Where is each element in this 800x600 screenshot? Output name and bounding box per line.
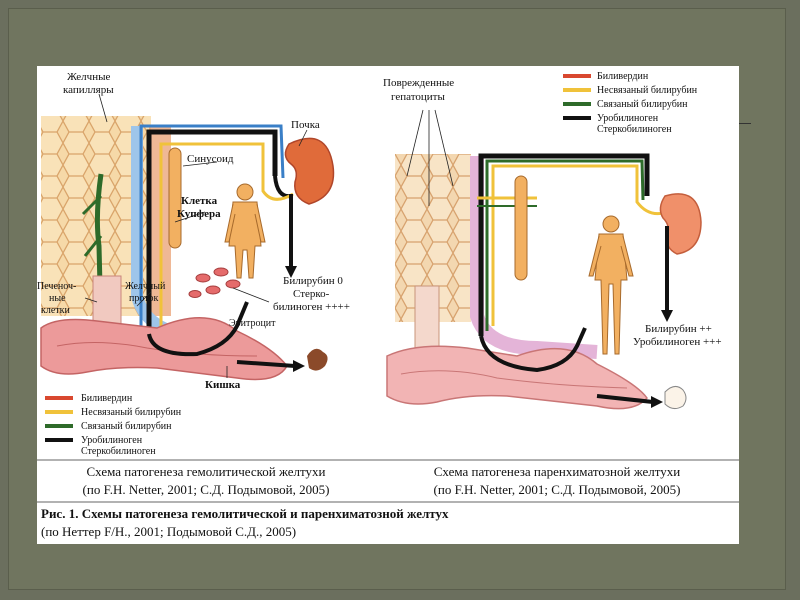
figure-caption-title: Рис. 1. Схемы патогенеза гемолитической …	[41, 506, 449, 521]
label-kidney: Почка	[291, 119, 320, 131]
green-branch	[81, 194, 103, 257]
black-intestine-path	[147, 301, 249, 357]
right-sinusoid-cell	[514, 175, 528, 281]
right-ureter-arrow	[661, 310, 673, 322]
right-stool	[664, 386, 687, 410]
right-caption-source: (по F.H. Netter, 2001; С.Д. Подымовой, 2…	[434, 482, 681, 497]
right-legend-label-conjugated: Связаный билирубин	[597, 99, 688, 110]
right-intestine-fold	[400, 370, 628, 389]
stool	[307, 348, 328, 371]
right-panel: Поврежденные гепатоциты Билирубин ++ Уро…	[375, 66, 739, 458]
captions: Схема патогенеза гемолитической желтухи …	[37, 459, 739, 539]
stool-arrow	[293, 360, 305, 372]
left-legend: Биливердин Несвязаный билирубин Связаный…	[45, 393, 182, 457]
right-legend-label-stercobilinogen: Стеркобилиноген	[597, 124, 672, 135]
decorative-line	[739, 123, 751, 124]
legend-swatch-biliverdin	[45, 396, 73, 400]
legend-label-stercobilinogen: Стеркобилиноген	[81, 446, 156, 457]
left-caption-title: Схема патогенеза гемолитической желтухи	[86, 464, 325, 479]
right-legend-label-biliverdin: Биливердин	[597, 71, 649, 82]
right-legend-swatch-conjugated	[563, 102, 591, 106]
jaundice-diagram: Желчные капилляры Почка Синусоид Клетка …	[37, 66, 739, 539]
blue-loop	[139, 124, 285, 334]
right-human-figure	[588, 215, 634, 355]
label-bile-duct-2: проток	[129, 293, 158, 304]
legend-label-unconjugated: Несвязаный билирубин	[81, 407, 182, 418]
label-intestine: Кишка	[205, 379, 241, 391]
right-black-loop	[478, 153, 650, 336]
kidney-shape	[284, 137, 335, 205]
label-kupffer-1: Клетка	[181, 195, 218, 207]
legend-label-biliverdin: Биливердин	[81, 393, 133, 404]
legend-swatch-urobilinogen	[45, 438, 73, 442]
ureter-arrow	[285, 266, 297, 278]
label-liver-cells-2: ные	[49, 293, 66, 304]
label-bile-capillaries-2: капилляры	[63, 84, 114, 96]
label-bilirubin-3: билиноген ++++	[273, 301, 350, 313]
label-erythrocyte: Эритроцит	[229, 318, 276, 329]
label-liver-cells-3: клетки	[41, 305, 71, 316]
right-vessel	[470, 156, 598, 359]
right-legend-label-unconjugated: Несвязаный билирубин	[597, 85, 698, 96]
legend-label-urobilinogen: Уробилиноген	[81, 435, 143, 446]
label-pointers	[84, 93, 308, 378]
sinusoid-cell	[168, 147, 182, 249]
right-caption-title: Схема патогенеза паренхиматозной желтухи	[434, 464, 681, 479]
human-figure	[224, 183, 266, 279]
legend-swatch-unconjugated	[45, 410, 73, 414]
label-right-bilirubin-2: Уробилиноген +++	[633, 336, 722, 348]
label-damaged-1: Поврежденные	[383, 77, 454, 89]
right-black-stool	[596, 394, 654, 404]
label-bile-duct-1: Желчный	[125, 281, 166, 292]
right-legend: Биливердин Несвязаный билирубин Связаный…	[563, 71, 698, 135]
figure-caption-source: (по Неттер F/H., 2001; Подымовой С.Д., 2…	[41, 524, 296, 539]
urobilinogen-loop	[146, 129, 278, 334]
label-sinusoid: Синусоид	[187, 153, 234, 165]
right-green-loop	[485, 159, 645, 331]
right-legend-swatch-urobilinogen	[563, 116, 591, 120]
right-black-intestine	[479, 327, 587, 373]
right-legend-swatch-biliverdin	[563, 74, 591, 78]
right-legend-swatch-unconjugated	[563, 88, 591, 92]
legend-swatch-conjugated	[45, 424, 73, 428]
yellow-loop	[159, 142, 294, 334]
label-bile-capillaries-1: Желчные	[67, 71, 110, 83]
intestine-fold	[56, 341, 258, 357]
left-caption-source: (по F.H. Netter, 2001; С.Д. Подымовой, 2…	[83, 482, 330, 497]
label-bilirubin-1: Билирубин 0	[283, 275, 343, 287]
left-panel: Желчные капилляры Почка Синусоид Клетка …	[37, 66, 375, 458]
figure-card: Желчные капилляры Почка Синусоид Клетка …	[37, 66, 739, 544]
label-damaged-2: гепатоциты	[391, 91, 445, 103]
right-label-pointers	[406, 109, 454, 206]
label-right-bilirubin-1: Билирубин ++	[645, 323, 712, 335]
label-liver-cells-1: Печеноч-	[37, 281, 76, 292]
right-legend-label-urobilinogen: Уробилиноген	[597, 113, 659, 124]
black-stool-path	[236, 360, 296, 368]
label-bilirubin-2: Стерко-	[293, 288, 330, 300]
right-intestine	[386, 345, 648, 410]
legend-label-conjugated: Связаный билирубин	[81, 421, 172, 432]
right-stool-arrow	[651, 396, 663, 408]
right-cell-column	[414, 285, 440, 357]
label-kupffer-2: Купфера	[177, 208, 221, 220]
